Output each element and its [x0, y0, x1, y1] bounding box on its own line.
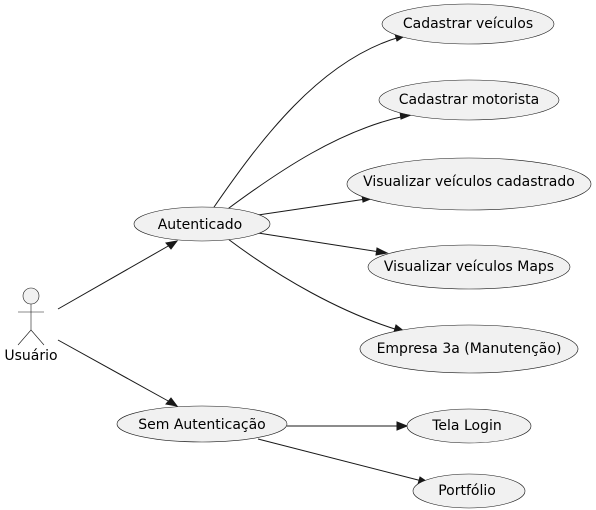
usecase-label: Empresa 3a (Manutenção)	[377, 341, 562, 357]
usecase-visualizar-veiculos-cadastrado: Visualizar veículos cadastrado	[346, 157, 592, 211]
usecase-label: Autenticado	[158, 217, 243, 233]
usecase-label: Cadastrar veículos	[403, 16, 533, 32]
edge-sem-autenticacao-portfolio	[257, 438, 431, 485]
usecase-label: Sem Autenticação	[138, 417, 266, 433]
usecase-label: Visualizar veículos Maps	[384, 259, 554, 275]
actor-label: Usuário	[4, 348, 57, 364]
usecase-portfolio: Portfólio	[412, 473, 526, 509]
edge-sem-autenticacao-tela-login	[287, 421, 409, 431]
actor-right-leg	[30, 329, 45, 346]
usecase-visualizar-veiculos-maps: Visualizar veículos Maps	[367, 244, 571, 290]
usecase-label: Portfólio	[438, 483, 496, 499]
usecase-label: Visualizar veículos cadastrado	[363, 174, 575, 190]
edge-autenticado-visualizar-maps	[257, 232, 389, 256]
edge-usuario-sem-autenticacao	[57, 339, 179, 407]
usecase-empresa-3a: Empresa 3a (Manutenção)	[359, 324, 579, 374]
usecase-autenticado: Autenticado	[133, 206, 271, 242]
usecase-tela-login: Tela Login	[406, 408, 532, 444]
usecase-sem-autenticacao: Sem Autenticação	[116, 405, 288, 443]
usecase-cadastrar-motorista: Cadastrar motorista	[378, 79, 560, 121]
edge-usuario-autenticado	[57, 240, 179, 310]
edge-autenticado-visualizar-cadastrado	[257, 194, 375, 216]
usecase-cadastrar-veiculos: Cadastrar veículos	[381, 3, 555, 45]
usecase-label: Cadastrar motorista	[399, 92, 539, 108]
actor-left-leg	[17, 329, 32, 346]
usecase-label: Tela Login	[431, 418, 501, 434]
actor-usuario: Usuário	[4, 287, 58, 364]
actor-head-icon	[22, 287, 40, 305]
